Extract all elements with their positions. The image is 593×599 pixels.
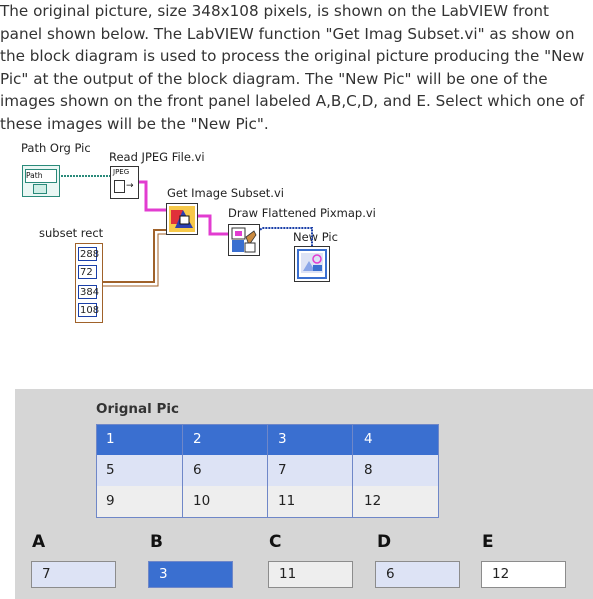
block-diagram-wires: [58, 175, 313, 287]
get-image-subset-node[interactable]: [166, 203, 198, 235]
folder-icon: [33, 184, 47, 194]
jpeg-text: JPEG: [113, 168, 130, 176]
option-c-label: C: [269, 532, 282, 552]
arrow-right-icon: →: [126, 181, 134, 191]
original-pic-grid: 1 2 3 4 5 6 7 8 9 10 11 12: [96, 424, 439, 518]
grid-cell: 4: [364, 431, 373, 447]
subset-rect-left[interactable]: 288: [78, 247, 100, 261]
grid-cell: 6: [193, 462, 202, 478]
option-d-label: D: [377, 532, 392, 552]
path-org-pic-label: Path Org Pic: [21, 141, 91, 155]
question-text: The original picture, size 348x108 pixel…: [0, 2, 585, 133]
new-pic-label: New Pic: [293, 230, 338, 244]
pixmap-icon: [231, 227, 257, 253]
grid-cell: 1: [106, 431, 115, 447]
option-a-indicator[interactable]: 7: [31, 561, 116, 588]
option-e-indicator[interactable]: 12: [481, 561, 566, 588]
image-subset-icon: [169, 206, 195, 232]
picture-icon: [297, 249, 327, 279]
grid-cell: 5: [106, 462, 115, 478]
subset-rect-cluster[interactable]: 288 72 384 108: [75, 243, 103, 323]
read-jpeg-label: Read JPEG File.vi: [109, 150, 205, 164]
get-image-subset-label: Get Image Subset.vi: [167, 186, 284, 200]
grid-cell: 3: [278, 431, 287, 447]
option-b-indicator[interactable]: 3: [148, 561, 233, 588]
file-icon: [114, 180, 125, 193]
draw-flattened-pixmap-node[interactable]: [228, 224, 260, 256]
option-c-indicator[interactable]: 11: [268, 561, 353, 588]
grid-cell: 11: [278, 493, 296, 509]
grid-cell: 7: [278, 462, 287, 478]
new-pic-indicator[interactable]: [294, 246, 330, 282]
read-jpeg-node[interactable]: JPEG →: [110, 166, 139, 199]
grid-cell: 8: [364, 462, 373, 478]
original-pic-title: Orignal Pic: [96, 401, 179, 417]
grid-cell: 2: [193, 431, 202, 447]
draw-flattened-pixmap-label: Draw Flattened Pixmap.vi: [228, 206, 376, 220]
option-b-label: B: [150, 532, 163, 552]
subset-rect-right[interactable]: 384: [78, 285, 100, 299]
subset-rect-bottom[interactable]: 108: [78, 303, 100, 317]
subset-rect-label: subset rect: [39, 226, 104, 240]
subset-rect-top[interactable]: 72: [78, 265, 97, 279]
grid-cell: 9: [106, 493, 115, 509]
option-e-label: E: [482, 532, 494, 552]
option-d-indicator[interactable]: 6: [375, 561, 460, 588]
grid-cell: 12: [364, 493, 382, 509]
path-text: Path: [25, 169, 57, 183]
option-a-label: A: [32, 532, 46, 552]
grid-cell: 10: [193, 493, 211, 509]
path-control[interactable]: Path: [22, 165, 60, 197]
